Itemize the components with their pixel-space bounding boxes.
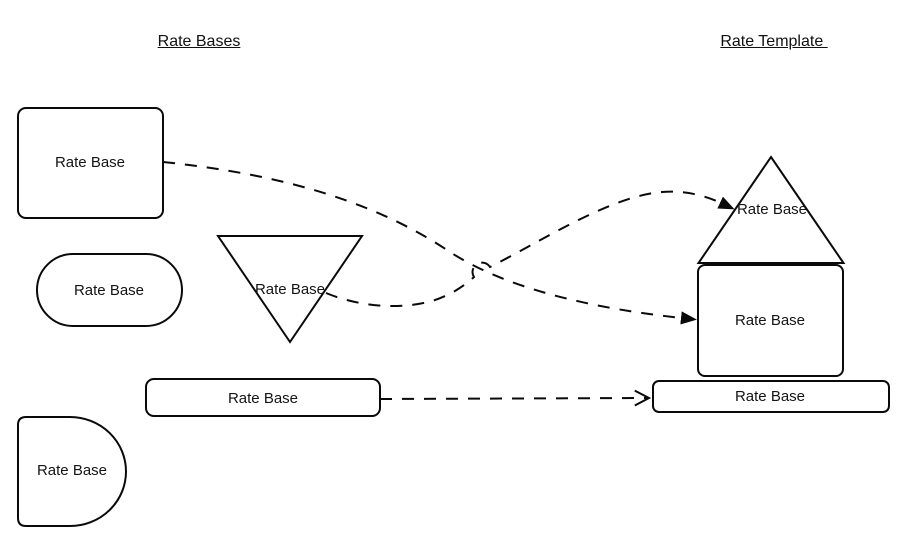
stadium-label: Rate Base [74,282,144,299]
shape-right-wide-bar[interactable]: Rate Base [652,380,890,413]
right-wide-bar-label: Rate Base [735,388,805,405]
shape-inverted-triangle[interactable]: Rate Base [216,235,364,344]
shape-stadium[interactable]: Rate Base [36,253,183,327]
right-column-title[interactable]: Rate Template [720,33,828,50]
shape-delay[interactable]: Rate Base [17,416,127,527]
connector-inverted-triangle-to-triangle[interactable] [325,190,735,308]
left-column-title[interactable]: Rate Bases [157,33,241,50]
left-wide-bar-label: Rate Base [228,390,298,407]
delay-label: Rate Base [37,462,107,479]
triangle-label: Rate Base [737,201,807,218]
shape-rectangle[interactable]: Rate Base [697,264,844,377]
connector-rounded-rectangle-to-rectangle[interactable] [162,161,697,325]
rounded-rectangle-label: Rate Base [55,154,125,171]
rectangle-label: Rate Base [735,312,805,329]
connector-wide-bar-to-wide-bar[interactable] [379,389,652,407]
inverted-triangle-label: Rate Base [255,281,325,298]
shape-triangle[interactable] [696,155,846,264]
shape-left-wide-bar[interactable]: Rate Base [145,378,381,417]
shape-rounded-rectangle[interactable]: Rate Base [17,107,164,219]
